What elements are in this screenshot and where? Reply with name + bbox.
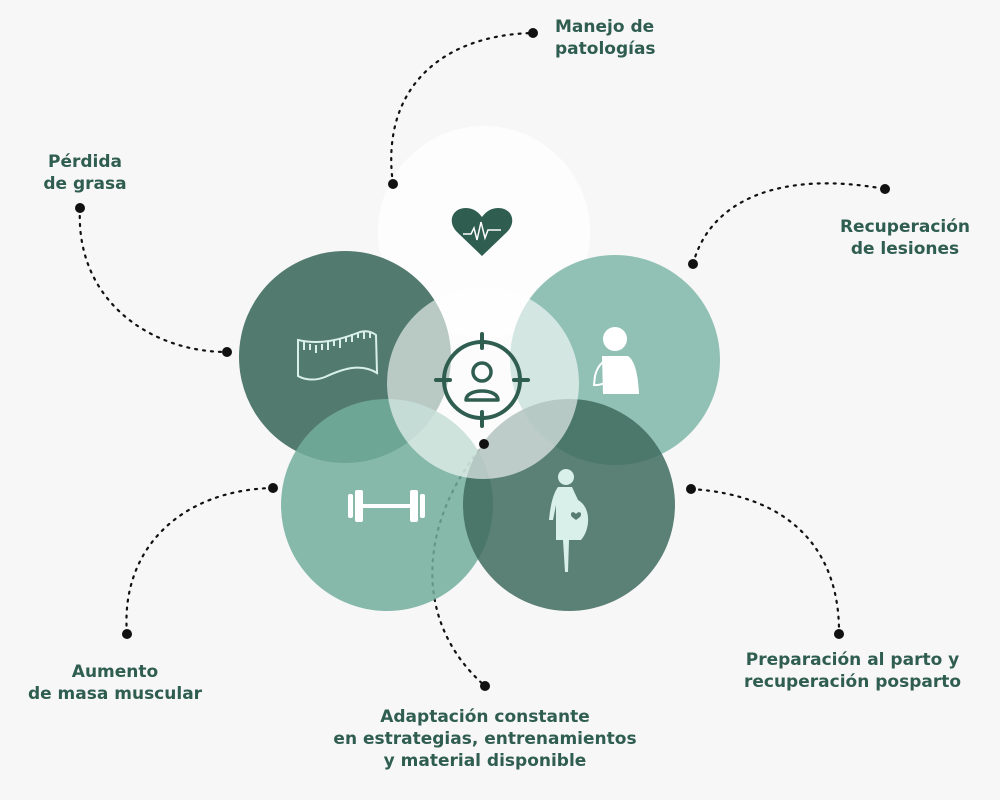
circle-center: [387, 287, 579, 479]
label-line: Pérdida: [47, 152, 122, 172]
label-manejo: Manejo de patologías: [555, 16, 656, 60]
label-preparacion: Preparación al parto y recuperación posp…: [715, 649, 990, 693]
label-line: de lesiones: [850, 239, 960, 259]
label-line: recuperación posparto: [743, 672, 962, 692]
dot-adaptacion-end: [480, 681, 490, 691]
connector-preparacion: [689, 487, 841, 636]
arm-sling-icon: [592, 327, 639, 394]
dot-aumento: [268, 483, 278, 493]
label-adaptacion: Adaptación constante en estrategias, ent…: [300, 706, 670, 772]
measuring-tape-icon: [297, 330, 379, 381]
label-line: en estrategias, entrenamientos: [333, 729, 637, 749]
pregnant-woman-icon: [549, 469, 589, 572]
dot-recuperacion: [688, 259, 698, 269]
dot-manejo-end: [528, 28, 538, 38]
dumbbell-icon: [348, 490, 425, 522]
heart-pulse-icon: [451, 208, 513, 256]
connector-manejo: [390, 31, 535, 186]
connector-aumento: [125, 486, 275, 636]
label-line: patologías: [555, 39, 656, 59]
label-line: de masa muscular: [27, 684, 203, 704]
label-line: Adaptación constante: [380, 707, 590, 727]
label-aumento: Aumento de masa muscular: [0, 661, 230, 705]
connector-perdida: [78, 206, 229, 354]
label-line: y material disponible: [383, 751, 587, 771]
dot-preparacion: [686, 484, 696, 494]
target-user-icon: [434, 332, 530, 428]
label-line: Manejo de: [555, 17, 655, 37]
dot-manejo: [388, 179, 398, 189]
label-line: Recuperación: [839, 217, 971, 237]
label-perdida: Pérdida de grasa: [20, 151, 150, 195]
label-recuperacion: Recuperación de lesiones: [820, 216, 990, 260]
label-line: de grasa: [43, 174, 127, 194]
dot-aumento-end: [122, 629, 132, 639]
label-line: Preparación al parto y: [745, 650, 960, 670]
connector-recuperacion: [691, 182, 887, 266]
dot-perdida-end: [75, 203, 85, 213]
dot-preparacion-end: [834, 629, 844, 639]
dot-perdida: [222, 347, 232, 357]
label-line: Aumento: [71, 662, 159, 682]
dot-adaptacion: [479, 439, 489, 449]
dot-recuperacion-end: [880, 184, 890, 194]
